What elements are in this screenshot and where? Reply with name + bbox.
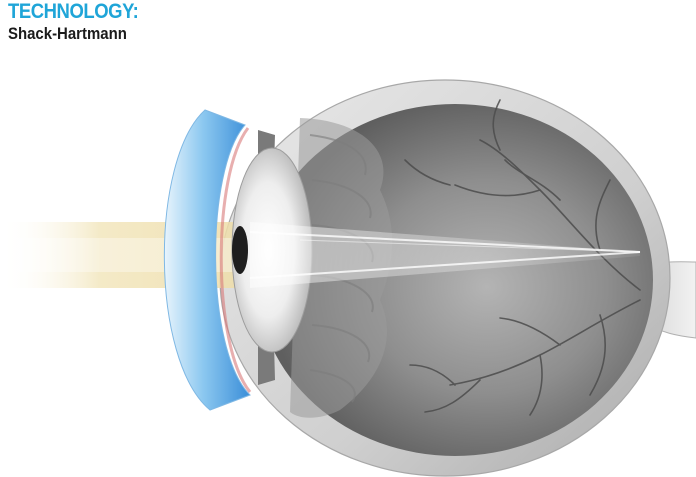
eye-cross-section-icon bbox=[0, 0, 696, 477]
